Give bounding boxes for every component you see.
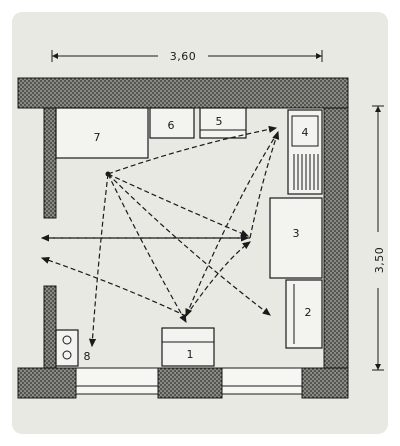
path-origin	[105, 171, 111, 177]
height-label: 3,50	[373, 247, 386, 274]
path-arrow	[107, 173, 187, 324]
movement-paths	[40, 125, 280, 348]
bottom-wall-right	[301, 367, 349, 399]
fixture-3: 3	[269, 197, 323, 279]
fixture-2: 2	[285, 279, 323, 349]
walls	[17, 77, 349, 399]
fixture-5: 5	[199, 107, 247, 139]
fixture-7: 7	[55, 107, 149, 159]
top-wall	[17, 77, 349, 109]
path-arrow	[107, 173, 271, 316]
burner-icon	[62, 350, 72, 360]
bottom-wall-left	[17, 367, 77, 399]
path-arrow	[249, 130, 280, 239]
path-arrow	[40, 256, 187, 317]
left-wall-upper	[43, 107, 57, 219]
fixture-7-label: 7	[94, 131, 101, 144]
path-arrow	[107, 173, 250, 237]
fixture-1-label: 1	[187, 348, 194, 361]
bottom-wall-middle	[157, 367, 223, 399]
path-arrow	[107, 125, 278, 175]
fixture-2-label: 2	[305, 306, 312, 319]
fixture-8-label: 8	[84, 350, 91, 363]
path-arrow	[185, 131, 279, 318]
path-arrow	[88, 173, 109, 348]
window-right	[221, 367, 303, 395]
windows	[75, 367, 303, 395]
window-left	[75, 367, 159, 395]
width-label: 3,60	[170, 50, 197, 63]
fixture-4: 4	[287, 109, 323, 195]
width-dimension: 3,60	[51, 50, 323, 63]
path-arrow	[185, 241, 251, 317]
fixture-3-label: 3	[293, 227, 300, 240]
fixture-5-label: 5	[216, 115, 223, 128]
burner-icon	[62, 335, 72, 345]
right-wall	[323, 107, 349, 399]
fixture-4-label: 4	[302, 126, 309, 139]
height-dimension: 3,50	[372, 105, 386, 371]
drainboard	[293, 154, 319, 190]
fixture-6: 6	[149, 107, 195, 139]
fixture-1: 1	[161, 327, 215, 367]
left-wall-lower	[43, 285, 57, 369]
fixture-8: 8	[55, 329, 91, 367]
fixture-6-label: 6	[168, 119, 175, 132]
